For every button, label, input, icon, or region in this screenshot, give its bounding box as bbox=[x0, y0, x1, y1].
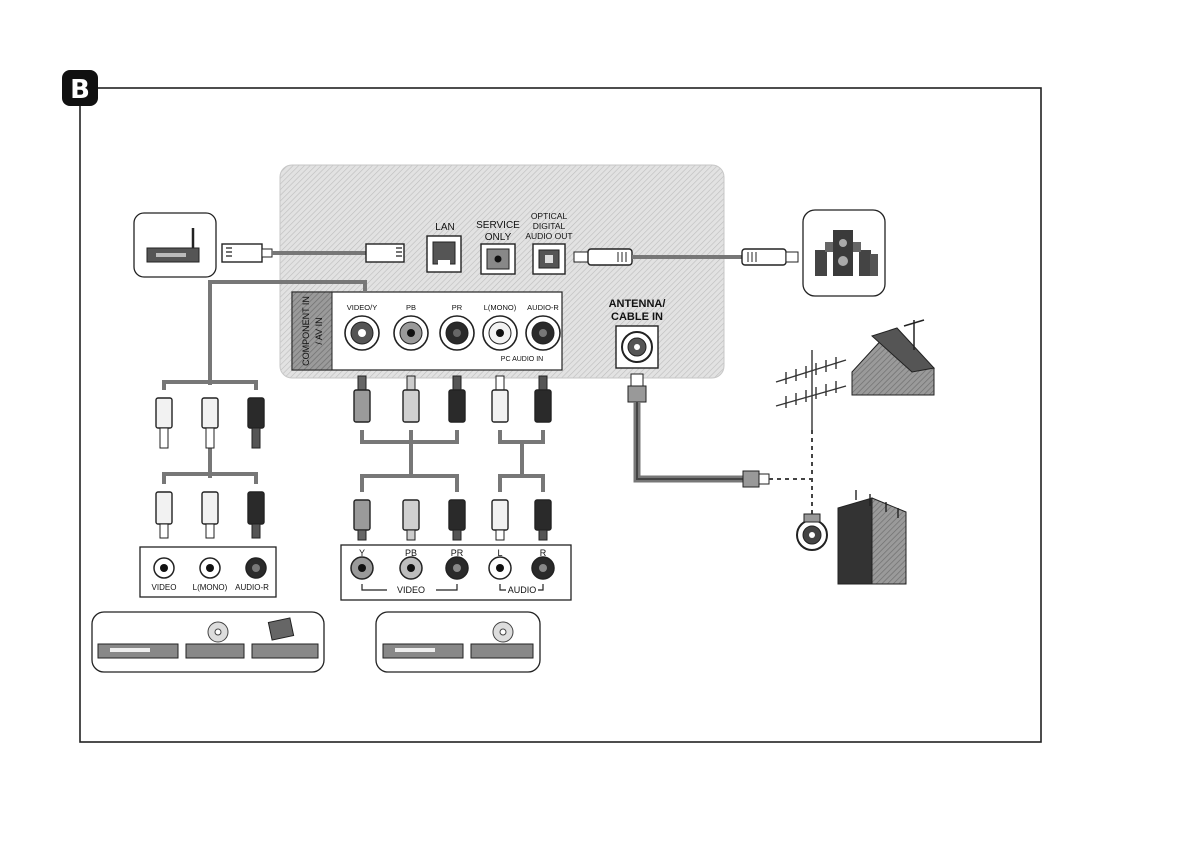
plug-audio-r-upper bbox=[247, 397, 265, 449]
optical-audio-out-port: OPTICAL DIGITAL AUDIO OUT bbox=[525, 211, 573, 275]
svg-text:ONLY: ONLY bbox=[485, 232, 512, 243]
av-source-devices bbox=[91, 611, 325, 673]
jack-pr bbox=[439, 315, 475, 351]
component-source-devices bbox=[375, 611, 541, 673]
plug-l-upper bbox=[491, 375, 509, 423]
jack-video-y bbox=[344, 315, 380, 351]
av-cable bbox=[162, 280, 367, 484]
svg-text:PC AUDIO IN: PC AUDIO IN bbox=[501, 356, 543, 363]
component-plugs-lower bbox=[353, 499, 552, 541]
camcorder-icon bbox=[251, 617, 319, 659]
plug-r-upper bbox=[534, 375, 552, 423]
svg-text:PB: PB bbox=[405, 548, 417, 558]
svg-text:ANTENNA/: ANTENNA/ bbox=[609, 298, 666, 310]
svg-text:Y: Y bbox=[359, 548, 365, 558]
svg-text:L(MONO): L(MONO) bbox=[484, 303, 517, 312]
svg-text:PB: PB bbox=[406, 303, 416, 312]
router-icon bbox=[133, 212, 217, 278]
svg-text:/ AV IN: / AV IN bbox=[314, 317, 324, 344]
plug-pr-upper bbox=[448, 375, 466, 423]
svg-text:COMPONENT IN: COMPONENT IN bbox=[301, 296, 311, 366]
svg-text:PR: PR bbox=[451, 548, 464, 558]
speaker-system-icon bbox=[802, 209, 886, 297]
svg-text:L: L bbox=[497, 548, 502, 558]
antenna-cable-in-port: ANTENNA/ CABLE IN bbox=[609, 298, 666, 369]
svg-text:VIDEO/Y: VIDEO/Y bbox=[347, 303, 377, 312]
svg-text:CABLE IN: CABLE IN bbox=[611, 311, 663, 323]
jack-pb bbox=[393, 315, 429, 351]
svg-text:VIDEO: VIDEO bbox=[397, 585, 425, 595]
av-plugs-upper bbox=[155, 397, 265, 449]
plug-audio-l-upper bbox=[201, 397, 219, 449]
diagram-frame bbox=[79, 87, 1042, 743]
plug-pb-upper bbox=[402, 375, 420, 423]
house-icon bbox=[851, 319, 935, 396]
lan-cable bbox=[221, 243, 405, 263]
svg-text:AUDIO-R: AUDIO-R bbox=[235, 583, 269, 592]
tv-antenna-icon bbox=[775, 350, 847, 430]
svg-text:DIGITAL: DIGITAL bbox=[533, 221, 566, 231]
vcr-icon bbox=[382, 643, 464, 659]
optical-cable bbox=[573, 248, 799, 266]
jack-audio-r bbox=[525, 315, 561, 351]
jack-l-mono bbox=[482, 315, 518, 351]
component-av-in-block: COMPONENT IN / AV IN VIDEO/Y PB PR L(MON… bbox=[291, 291, 563, 371]
figure-badge: B bbox=[62, 70, 98, 106]
svg-text:SERVICE: SERVICE bbox=[476, 220, 520, 231]
vcr-icon bbox=[97, 643, 179, 659]
lan-port: LAN bbox=[426, 222, 462, 273]
component-plugs-upper bbox=[353, 375, 552, 423]
svg-text:LAN: LAN bbox=[435, 222, 454, 233]
svg-text:AUDIO OUT: AUDIO OUT bbox=[525, 231, 572, 241]
av-device-panel: VIDEO L(MONO) AUDIO-R bbox=[139, 546, 277, 598]
component-device-panel: Y PB PR L R VIDEO AUDIO bbox=[340, 544, 572, 601]
svg-text:AUDIO: AUDIO bbox=[508, 585, 537, 595]
dvd-player-icon bbox=[185, 621, 245, 659]
service-only-port: SERVICE ONLY bbox=[476, 220, 520, 275]
svg-text:PR: PR bbox=[452, 303, 463, 312]
plug-y-upper bbox=[353, 375, 371, 423]
av-plugs-lower bbox=[155, 491, 265, 539]
svg-text:OPTICAL: OPTICAL bbox=[531, 211, 568, 221]
svg-text:AUDIO-R: AUDIO-R bbox=[527, 303, 559, 312]
dvd-player-icon bbox=[470, 621, 534, 659]
svg-text:B: B bbox=[70, 75, 90, 105]
tv-back-panel: LAN SERVICE ONLY OPTICAL DIGITAL AUDIO O… bbox=[279, 164, 725, 379]
svg-text:R: R bbox=[540, 548, 547, 558]
plug-video-white-upper bbox=[155, 397, 173, 449]
svg-text:L(MONO): L(MONO) bbox=[193, 583, 228, 592]
svg-text:VIDEO: VIDEO bbox=[152, 583, 177, 592]
antenna-cable bbox=[627, 373, 813, 520]
building-icon bbox=[837, 490, 907, 585]
component-cable bbox=[360, 430, 545, 492]
cable-connector-icon bbox=[796, 513, 828, 551]
